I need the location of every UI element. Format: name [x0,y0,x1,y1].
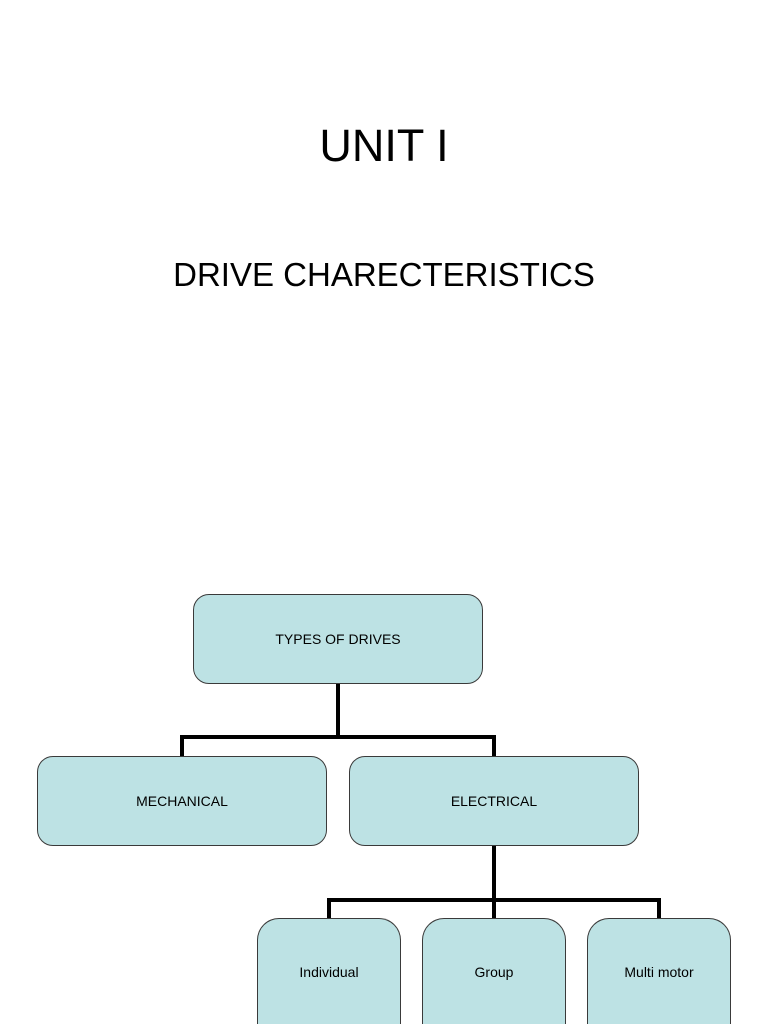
node-label: ELECTRICAL [450,793,538,809]
node-mechanical: MECHANICAL [37,756,327,846]
node-individual: Individual [257,918,401,1024]
connector-level1-bar [180,735,496,739]
connector-electrical-drop [492,735,496,759]
connector-mechanical-drop [180,735,184,759]
node-label: Individual [299,963,359,980]
node-label: Group [474,963,514,980]
title-slide: UNIT I DRIVE CHARECTERISTICS [173,120,595,293]
slide-subtitle: DRIVE CHARECTERISTICS [173,256,595,293]
connector-individual-drop [327,898,331,920]
node-label: Multi motor [624,963,694,980]
node-electrical: ELECTRICAL [349,756,639,846]
node-group: Group [422,918,566,1024]
connector-level2-bar [327,898,661,902]
unit-title: UNIT I [319,120,449,171]
node-label: MECHANICAL [136,793,228,809]
node-label: TYPES OF DRIVES [275,631,401,647]
drive-types-slide: TYPES OF DRIVES MECHANICAL ELECTRICAL In… [0,512,768,1024]
node-types-of-drives: TYPES OF DRIVES [193,594,483,684]
node-multi-motor: Multi motor [587,918,731,1024]
connector-root-stem [336,683,340,737]
connector-electrical-stem [492,845,496,919]
connector-multi-motor-drop [657,898,661,920]
